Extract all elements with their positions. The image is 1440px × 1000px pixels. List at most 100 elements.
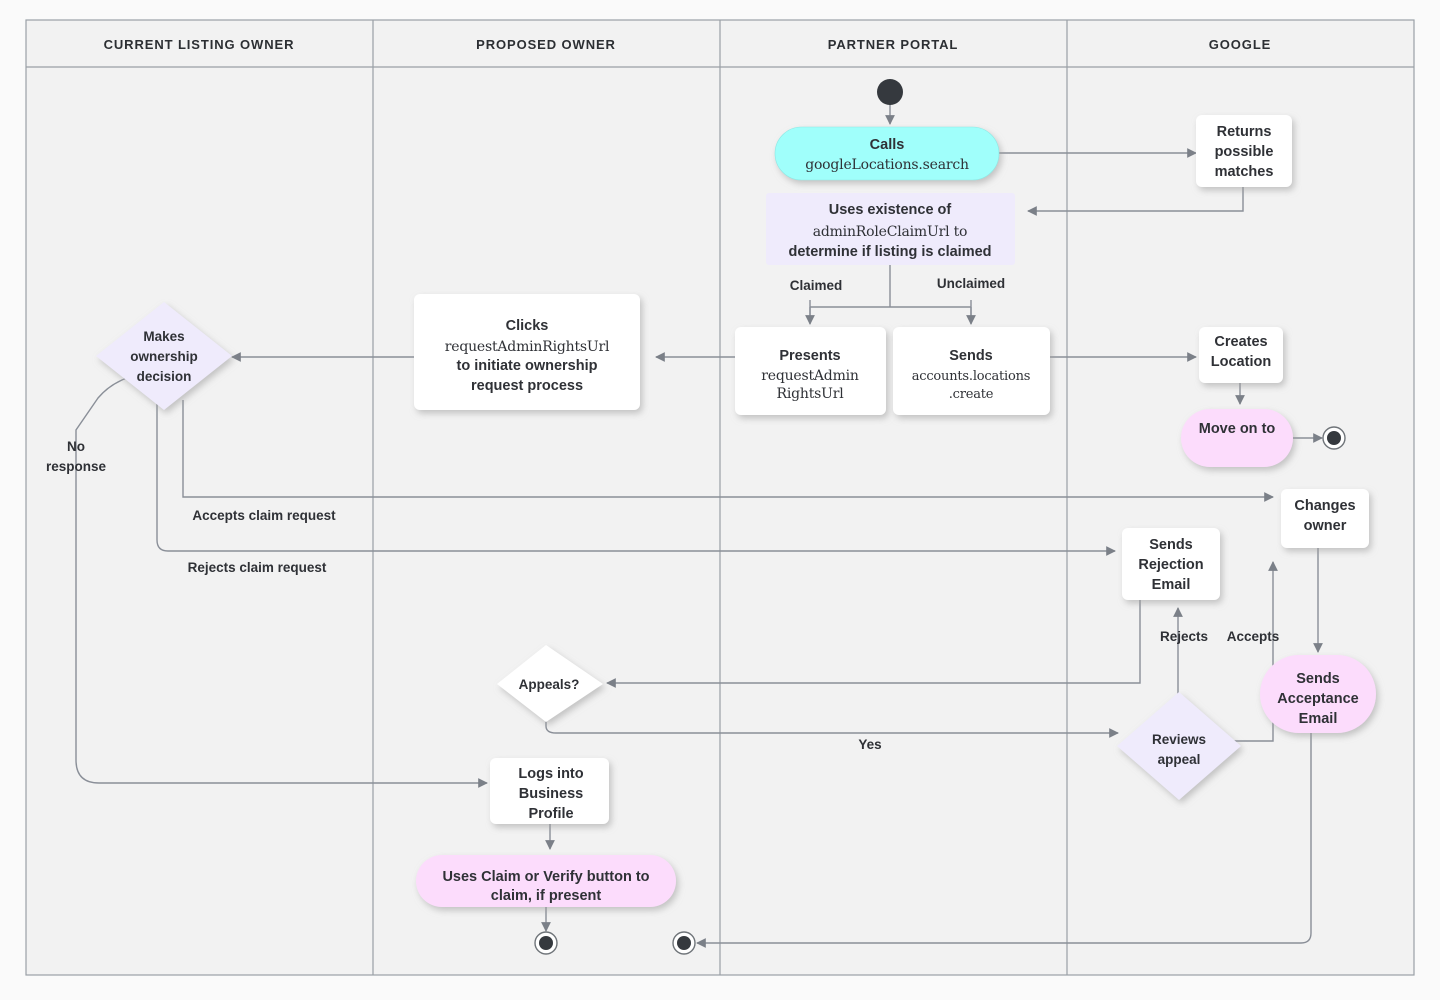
node-shape-box	[1199, 327, 1283, 383]
lane-header-google: GOOGLE	[1209, 37, 1271, 52]
node-calls-googlelocations-search[interactable]: Calls googleLocations.search	[774, 126, 1000, 181]
node-line-3: to initiate ownership	[457, 358, 598, 374]
edge-accepts-claim-request	[182, 400, 1274, 502]
node-line-2: Acceptance	[1277, 691, 1358, 707]
node-appeals[interactable]: Appeals?	[497, 645, 603, 722]
lane-title-proposed-owner: PROPOSED OWNER	[476, 37, 616, 52]
node-makes-ownership-decision[interactable]: Makes ownership decision	[96, 302, 232, 410]
node-line-2: requestAdminRightsUrl	[445, 339, 610, 355]
node-line-1: Creates	[1214, 334, 1267, 350]
lane-header-proposed-owner: PROPOSED OWNER	[476, 37, 616, 52]
label-accepts: Accepts	[1227, 629, 1280, 644]
node-line-1: Uses existence of	[829, 202, 952, 218]
node-shape-box	[1196, 115, 1292, 187]
lane-title-partner-portal: PARTNER PORTAL	[828, 37, 959, 52]
end-circle-inner	[1327, 431, 1341, 445]
end-circle-inner	[539, 936, 553, 950]
node-line-2: accounts.locations	[912, 369, 1031, 384]
node-shape-box	[1281, 489, 1369, 548]
node-uses-claim-or-verify-button[interactable]: Uses Claim or Verify button to claim, if…	[416, 855, 676, 907]
node-end-google	[1322, 426, 1346, 450]
lane-header-current-listing-owner: CURRENT LISTING OWNER	[104, 37, 295, 52]
node-line-1: Logs into	[518, 766, 583, 782]
node-shape-box	[1122, 528, 1220, 600]
node-line-1: Presents	[779, 348, 840, 364]
start-circle	[877, 79, 903, 105]
node-shape-rect	[766, 193, 1015, 265]
node-shape-box	[490, 758, 609, 824]
node-line-1: Uses Claim or Verify button to	[442, 869, 649, 885]
end-circle-inner	[677, 936, 691, 950]
node-returns-possible-matches[interactable]: Returns possible matches	[1196, 115, 1292, 187]
edge-acceptance-email-to-end	[696, 733, 1312, 948]
edge-returns-to-uses-existence	[1027, 186, 1244, 216]
node-line-1: Sends	[1149, 537, 1193, 553]
edge-reviews-appeal-accepts	[1224, 561, 1278, 742]
node-end-partner-portal	[672, 931, 696, 955]
node-shape-box	[893, 327, 1050, 415]
node-line-2: ownership	[130, 349, 198, 364]
node-reviews-appeal[interactable]: Reviews appeal	[1117, 692, 1241, 800]
label-no-response-line-1: No	[67, 439, 85, 454]
node-line-2: adminRoleClaimUrl to	[813, 224, 968, 240]
node-line-1: Appeals?	[519, 677, 580, 692]
node-line-4: request process	[471, 378, 583, 394]
node-line-2: claim, if present	[491, 888, 602, 904]
node-changes-owner[interactable]: Changes owner	[1281, 489, 1369, 548]
node-logs-into-business-profile[interactable]: Logs into Business Profile	[490, 758, 609, 824]
node-sends-accounts-locations-create[interactable]: Sends accounts.locations .create	[893, 327, 1050, 415]
node-line-3: matches	[1215, 164, 1274, 180]
node-shape-diamond	[96, 302, 232, 410]
node-shape-pill	[1260, 655, 1376, 733]
node-sends-acceptance-email[interactable]: Sends Acceptance Email	[1260, 655, 1376, 733]
node-sends-rejection-email[interactable]: Sends Rejection Email	[1122, 528, 1220, 600]
node-creates-location[interactable]: Creates Location	[1199, 327, 1283, 383]
edge-uses-existence-split	[809, 265, 972, 320]
node-shape-box	[735, 327, 886, 415]
node-shape-pill	[774, 126, 1000, 181]
node-clicks-requestadminrightsurl[interactable]: Clicks requestAdminRightsUrl to initiate…	[414, 294, 640, 410]
node-line-2: owner	[1304, 518, 1347, 534]
edge-appeals-yes-to-reviews-appeal	[545, 712, 1119, 738]
node-line-1: Sends	[1296, 671, 1340, 687]
node-move-on-to[interactable]: Move on to	[1181, 409, 1293, 467]
node-presents-requestadminrightsurl[interactable]: Presents requestAdmin RightsUrl	[735, 327, 886, 415]
lane-title-current-listing-owner: CURRENT LISTING OWNER	[104, 37, 295, 52]
node-line-1: Move on to	[1199, 421, 1276, 437]
label-yes: Yes	[858, 737, 881, 752]
label-unclaimed: Unclaimed	[937, 276, 1005, 291]
node-start-partner	[877, 79, 903, 105]
edge-rejects-claim-request	[156, 400, 1116, 556]
node-line-2: requestAdmin	[761, 368, 859, 384]
node-line-3: determine if listing is claimed	[788, 244, 991, 260]
node-shape-box	[414, 294, 640, 410]
node-shape-diamond	[1117, 692, 1241, 800]
node-shape-pill	[1181, 409, 1293, 467]
node-shape-diamond	[497, 645, 603, 722]
node-line-1: Sends	[949, 348, 993, 364]
lane-title-google: GOOGLE	[1209, 37, 1271, 52]
node-line-3: .create	[949, 387, 994, 402]
label-rejects-claim-request: Rejects claim request	[188, 560, 327, 575]
edge-rejection-email-to-appeals	[606, 600, 1141, 688]
node-line-1: Makes	[143, 329, 184, 344]
label-rejects: Rejects	[1160, 629, 1208, 644]
node-line-2: possible	[1215, 144, 1274, 160]
node-line-3: Email	[1152, 577, 1191, 593]
node-shape-pill	[416, 855, 676, 907]
node-uses-existence-of-adminroleclaimurl[interactable]: Uses existence of adminRoleClaimUrl to d…	[766, 193, 1015, 265]
node-line-3: RightsUrl	[777, 386, 845, 402]
lane-header-partner-portal: PARTNER PORTAL	[828, 37, 959, 52]
node-line-1: Calls	[870, 137, 905, 153]
node-line-2: Rejection	[1138, 557, 1203, 573]
label-no-response-line-2: response	[46, 459, 107, 474]
node-line-3: Email	[1299, 711, 1338, 727]
node-line-2: Business	[519, 786, 583, 802]
node-line-1: Clicks	[506, 318, 549, 334]
node-end-proposed-owner	[534, 931, 558, 955]
node-line-1: Reviews	[1152, 732, 1206, 747]
node-line-2: Location	[1211, 354, 1271, 370]
node-line-2: googleLocations.search	[805, 157, 969, 173]
